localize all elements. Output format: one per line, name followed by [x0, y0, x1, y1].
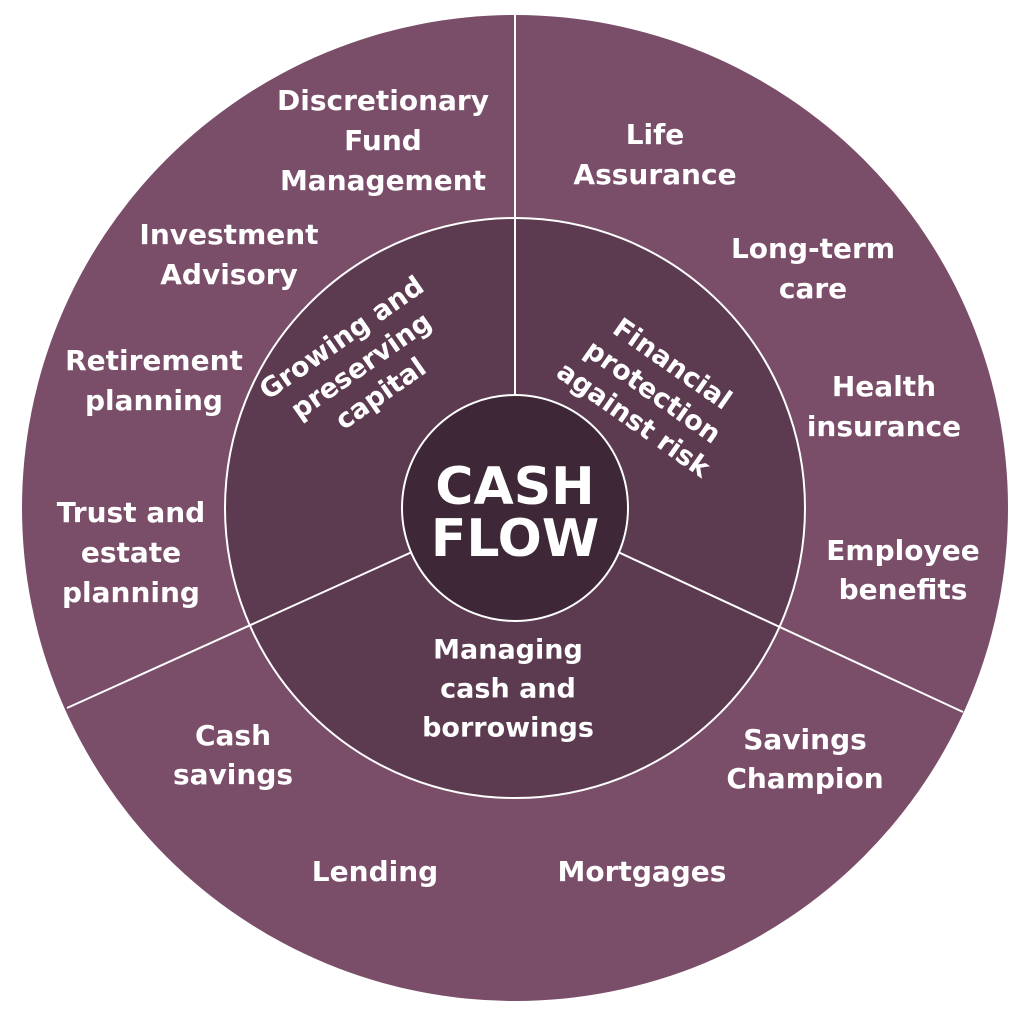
center-title: CASH	[435, 457, 594, 517]
service-savings-champion: Savings Champion	[726, 723, 883, 795]
segment-title-line: Managing	[433, 635, 583, 666]
divider-left	[66, 551, 413, 709]
center-subtitle: FLOW	[431, 509, 599, 569]
service-line: planning	[62, 576, 200, 609]
service-line: savings	[173, 758, 293, 791]
service-trust-and-estate-planning: Trust and estate planning	[57, 496, 205, 609]
service-line: Investment	[139, 218, 318, 251]
service-investment-advisory: Investment Advisory	[139, 218, 318, 291]
segment-title-line: borrowings	[422, 713, 594, 744]
service-line: Advisory	[160, 258, 298, 291]
service-line: Mortgages	[558, 855, 727, 888]
service-cash-savings: Cash savings	[173, 719, 293, 791]
service-line: Savings	[743, 723, 867, 756]
service-line: Lending	[312, 855, 438, 888]
service-line: Cash	[195, 719, 271, 752]
segment-title-managing: Managing cash and borrowings	[422, 635, 594, 744]
service-line: planning	[85, 384, 223, 417]
service-lending: Lending	[312, 855, 438, 888]
service-long-term-care: Long-term care	[731, 232, 895, 305]
service-line: care	[779, 272, 847, 305]
service-line: Retirement	[65, 344, 243, 377]
service-retirement-planning: Retirement planning	[65, 344, 243, 417]
service-line: estate	[81, 536, 181, 569]
service-line: Discretionary	[277, 84, 489, 117]
core-circle	[401, 394, 629, 622]
service-health-insurance: Health insurance	[807, 370, 961, 443]
divider-right	[617, 551, 964, 713]
service-line: Employee	[826, 534, 979, 567]
service-discretionary-fund-management: Discretionary Fund Management	[277, 84, 489, 197]
service-line: Management	[280, 164, 486, 197]
service-line: Health	[832, 370, 936, 403]
service-life-assurance: Life Assurance	[573, 118, 736, 191]
service-mortgages: Mortgages	[558, 855, 727, 888]
service-line: insurance	[807, 410, 961, 443]
service-employee-benefits: Employee benefits	[826, 534, 979, 606]
service-line: Champion	[726, 762, 883, 795]
segment-title-line: cash and	[440, 674, 576, 705]
service-line: Trust and	[57, 496, 205, 529]
service-line: benefits	[839, 573, 968, 606]
service-line: Life	[626, 118, 685, 151]
service-line: Fund	[344, 124, 422, 157]
service-line: Assurance	[573, 158, 736, 191]
service-line: Long-term	[731, 232, 895, 265]
